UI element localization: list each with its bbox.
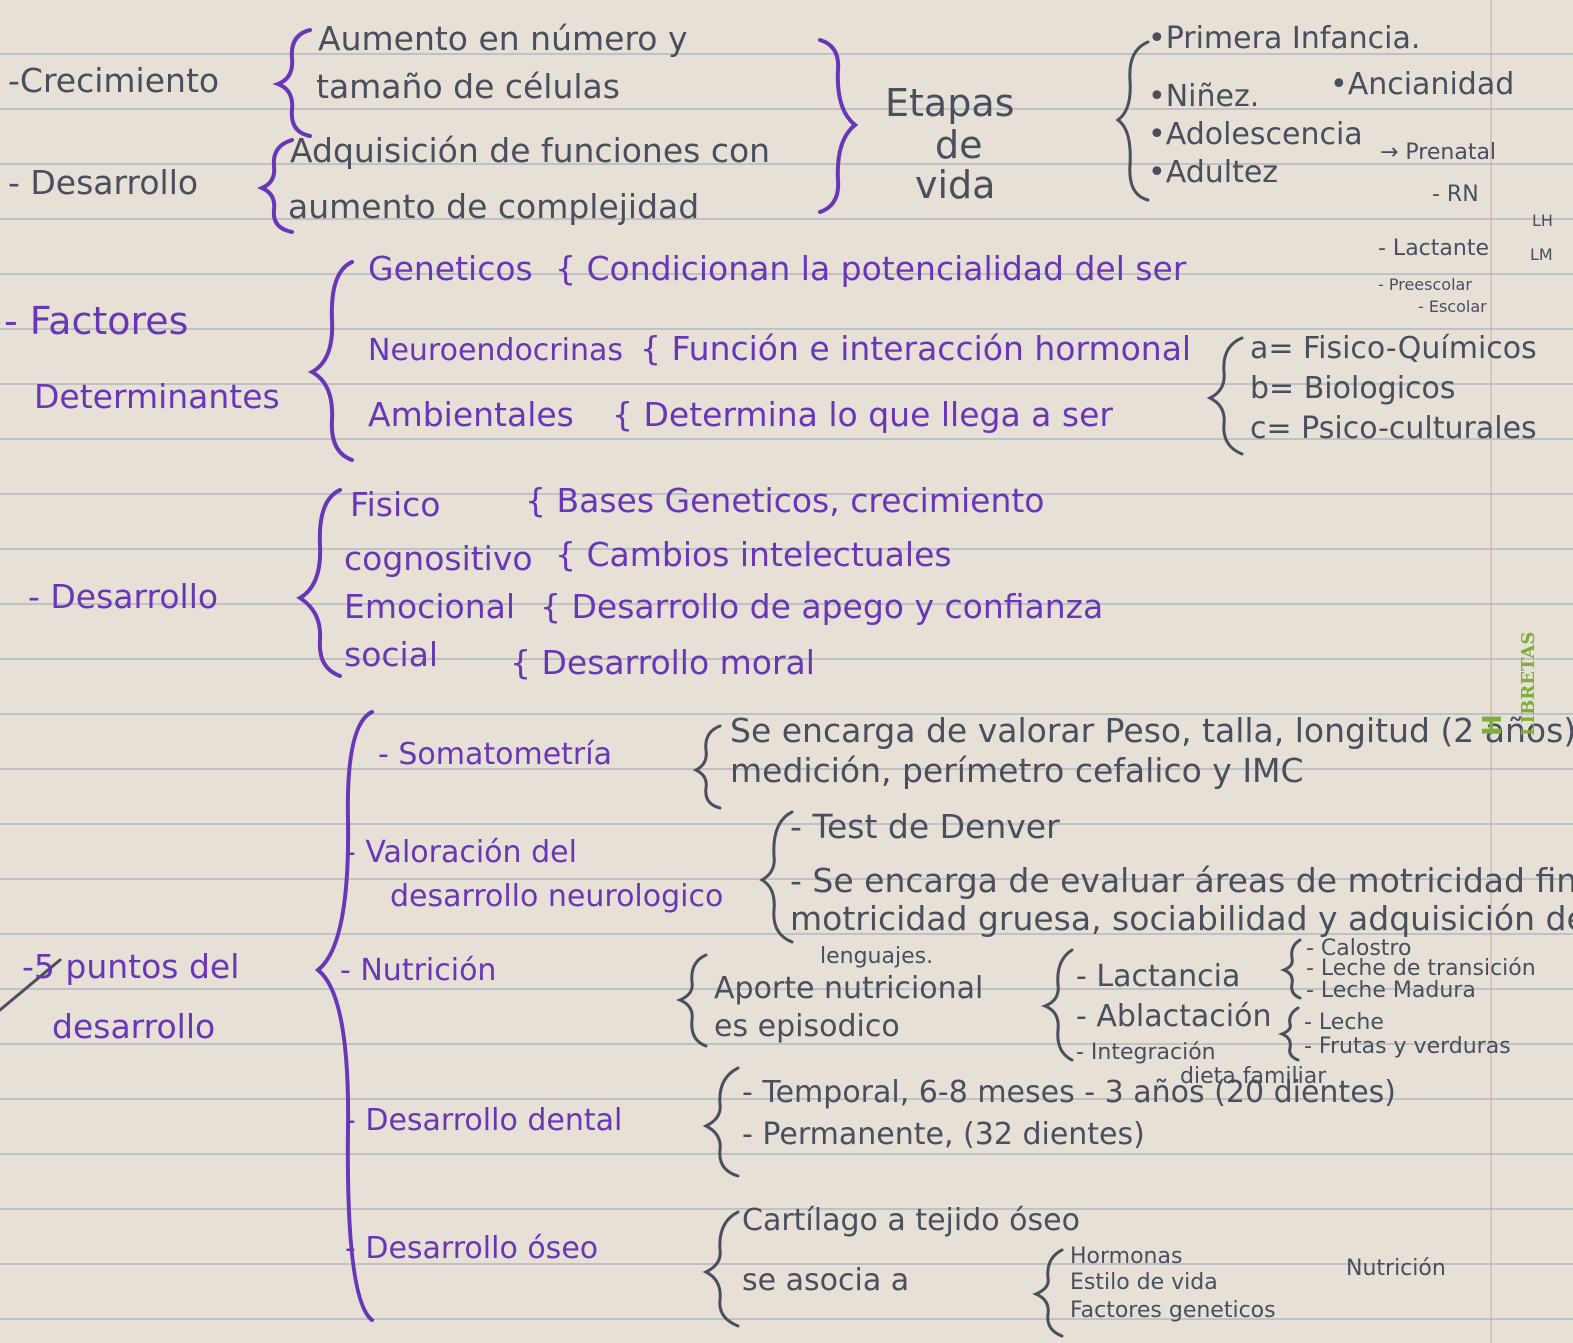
brace-nut-items: [1040, 948, 1074, 1062]
margin-line: [1490, 0, 1492, 1343]
brace-valoracion: [758, 810, 794, 944]
oseo-geneticos: Factores geneticos: [1070, 1298, 1276, 1323]
desarrollo-intro-line1: Adquisición de funciones con: [290, 131, 771, 170]
desarrollo-intro-line2: aumento de complejidad: [288, 187, 700, 226]
etapas-line1: Etapas: [885, 81, 1015, 125]
etapas-line3: vida: [915, 163, 996, 207]
brand-name: LIBRETAS: [1518, 631, 1539, 736]
nut-dieta-familiar: dieta familiar: [1180, 1064, 1327, 1089]
desarrollo-emocional: Emocional: [344, 587, 515, 626]
nut-ablactacion: - Ablactación: [1076, 999, 1272, 1034]
etapas-line2: de: [935, 123, 983, 167]
slash-mark: [0, 958, 62, 1012]
oseo-nutricion: Nutrición: [1346, 1256, 1446, 1281]
desarrollo-emocional-desc: { Desarrollo de apego y confianza: [540, 587, 1104, 626]
punto-somatometria: - Somatometría: [378, 737, 612, 772]
ablac-leche: - Leche: [1304, 1010, 1384, 1035]
brace-puntos: [314, 710, 374, 1322]
crecimiento-line2: tamaño de células: [316, 67, 620, 106]
factor-geneticos: Geneticos: [368, 249, 533, 288]
punto-valoracion-1: - Valoración del: [345, 835, 577, 870]
brace-etapas-list: [1115, 40, 1150, 202]
factor-geneticos-desc: { Condicionan la potencialidad del ser: [555, 249, 1187, 288]
factor-ambientales-desc: { Determina lo que llega a ser: [612, 395, 1113, 434]
nut-line2: es episodico: [714, 1009, 900, 1044]
side-lh: LH: [1532, 211, 1553, 230]
side-rn: - RN: [1432, 182, 1479, 207]
factor-neuro: Neuroendocrinas: [368, 333, 623, 368]
brand-logo: H: [1478, 714, 1508, 736]
brace-lactancia: [1279, 938, 1302, 1000]
brace-dental: [702, 1066, 740, 1178]
brace-desarrollo: [296, 488, 342, 678]
sub-psico-culturales: c= Psico-culturales: [1250, 411, 1537, 446]
etapa-ancianidad: •Ancianidad: [1330, 67, 1515, 102]
factor-neuro-desc: { Función e interacción hormonal: [640, 329, 1192, 368]
desarrollo-social-desc: { Desarrollo moral: [510, 643, 815, 682]
val-line1: - Test de Denver: [790, 807, 1060, 846]
label-factores-2: Determinantes: [34, 377, 280, 416]
brace-crecimiento: [272, 28, 312, 138]
etapa-adolescencia: •Adolescencia: [1148, 117, 1363, 152]
label-puntos-1: -5 puntos del: [22, 947, 240, 986]
oseo-hormonas: Hormonas: [1070, 1244, 1183, 1269]
nut-lactancia: - Lactancia: [1076, 959, 1241, 994]
oseo-line1: Cartílago a tejido óseo: [742, 1203, 1080, 1238]
side-escolar: - Escolar: [1418, 297, 1487, 316]
somato-line2: medición, perímetro cefalico y IMC: [730, 751, 1304, 790]
side-lm: LM: [1530, 245, 1553, 264]
oseo-estilo: Estilo de vida: [1070, 1270, 1218, 1295]
brace-etapas-close: [818, 38, 859, 214]
nut-integracion: - Integración: [1076, 1040, 1216, 1065]
punto-valoracion-2: desarrollo neurologico: [390, 879, 724, 914]
punto-nutricion: - Nutrición: [340, 953, 497, 988]
oseo-line2: se asocia a: [742, 1263, 910, 1298]
brand-logo-area: H LIBRETAS: [1478, 586, 1573, 736]
desarrollo-cognositivo-desc: { Cambios intelectuales: [555, 535, 952, 574]
lact-transicion: - Leche de transición: [1306, 956, 1536, 981]
sub-biologicos: b= Biologicos: [1250, 371, 1456, 406]
brace-sub-factores: [1206, 336, 1244, 456]
label-desarrollo: - Desarrollo: [28, 577, 219, 616]
label-puntos-2: desarrollo: [52, 1007, 216, 1046]
etapa-primera-infancia: •Primera Infancia.: [1148, 21, 1421, 56]
desarrollo-social: social: [344, 635, 439, 674]
val-line4: lenguajes.: [820, 944, 934, 969]
dental-line2: - Permanente, (32 dientes): [742, 1117, 1145, 1152]
factor-ambientales: Ambientales: [368, 395, 574, 434]
brace-desarrollo-intro: [256, 138, 294, 234]
side-preescolar: - Preescolar: [1378, 275, 1472, 294]
val-line2: - Se encarga de evaluar áreas de motrici…: [790, 861, 1573, 900]
lact-calostro: - Calostro: [1306, 936, 1412, 961]
brace-somato: [692, 724, 722, 810]
desarrollo-fisico: Fisico: [350, 485, 441, 524]
dental-line1: - Temporal, 6-8 meses - 3 años (20 dient…: [742, 1075, 1396, 1110]
brace-oseo-factors: [1032, 1248, 1064, 1338]
lact-madura: - Leche Madura: [1306, 978, 1476, 1003]
crecimiento-line1: Aumento en número y: [318, 19, 688, 58]
etapa-adultez: •Adultez: [1148, 155, 1279, 190]
label-desarrollo-intro: - Desarrollo: [8, 163, 199, 202]
brace-oseo: [702, 1210, 740, 1328]
brace-nutricion: [676, 953, 708, 1048]
side-prenatal: → Prenatal: [1380, 140, 1497, 165]
punto-dental: - Desarrollo dental: [345, 1103, 623, 1138]
label-factores-1: - Factores: [4, 299, 189, 343]
punto-oseo: - Desarrollo óseo: [345, 1231, 599, 1266]
desarrollo-fisico-desc: { Bases Geneticos, crecimiento: [525, 481, 1045, 520]
brace-factores: [307, 260, 354, 462]
sub-fisico-quimicos: a= Fisico-Químicos: [1250, 331, 1537, 366]
val-line3: motricidad gruesa, sociabilidad y adquis…: [790, 899, 1573, 938]
etapa-ninez: •Niñez.: [1148, 79, 1260, 114]
nut-line1: Aporte nutricional: [714, 971, 984, 1006]
label-crecimiento: -Crecimiento: [8, 61, 220, 100]
somato-line1: Se encarga de valorar Peso, talla, longi…: [730, 711, 1573, 750]
side-lactante: - Lactante: [1378, 236, 1489, 261]
desarrollo-cognositivo: cognositivo: [344, 539, 533, 578]
ablac-frutas: - Frutas y verduras: [1304, 1034, 1511, 1059]
brace-ablactacion: [1277, 1006, 1300, 1062]
